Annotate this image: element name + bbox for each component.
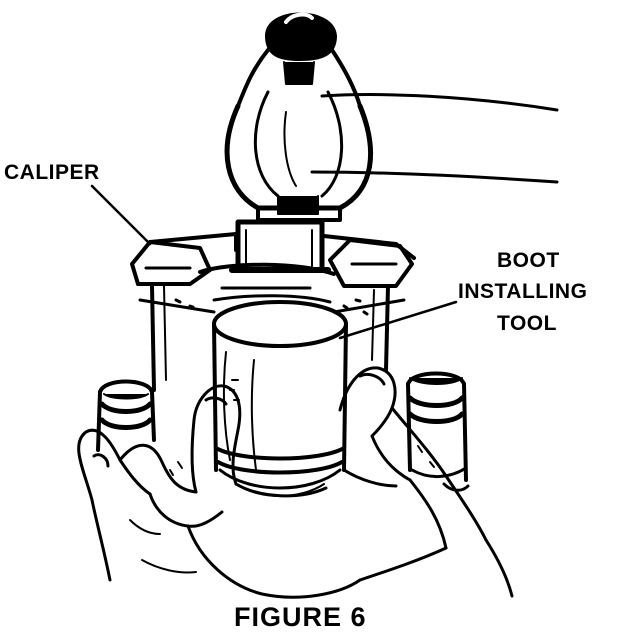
caliper-body <box>130 232 416 392</box>
right-hand <box>338 366 514 598</box>
tool-label-line-1: BOOT <box>497 249 560 272</box>
hammer <box>224 12 373 273</box>
leader-lines <box>90 184 458 340</box>
caliper-leader-line <box>90 184 152 246</box>
left-hand <box>77 384 362 599</box>
arm <box>310 93 559 184</box>
tool-label-line-2: INSTALLING <box>458 280 588 303</box>
caliper-label: CALIPER <box>4 161 100 184</box>
left-guide-bolt <box>96 379 156 452</box>
tool-leader-line <box>338 300 458 340</box>
right-guide-bolt <box>406 371 470 492</box>
tool-label-line-3: TOOL <box>497 312 557 335</box>
figure-caption: FIGURE 6 <box>234 602 367 632</box>
